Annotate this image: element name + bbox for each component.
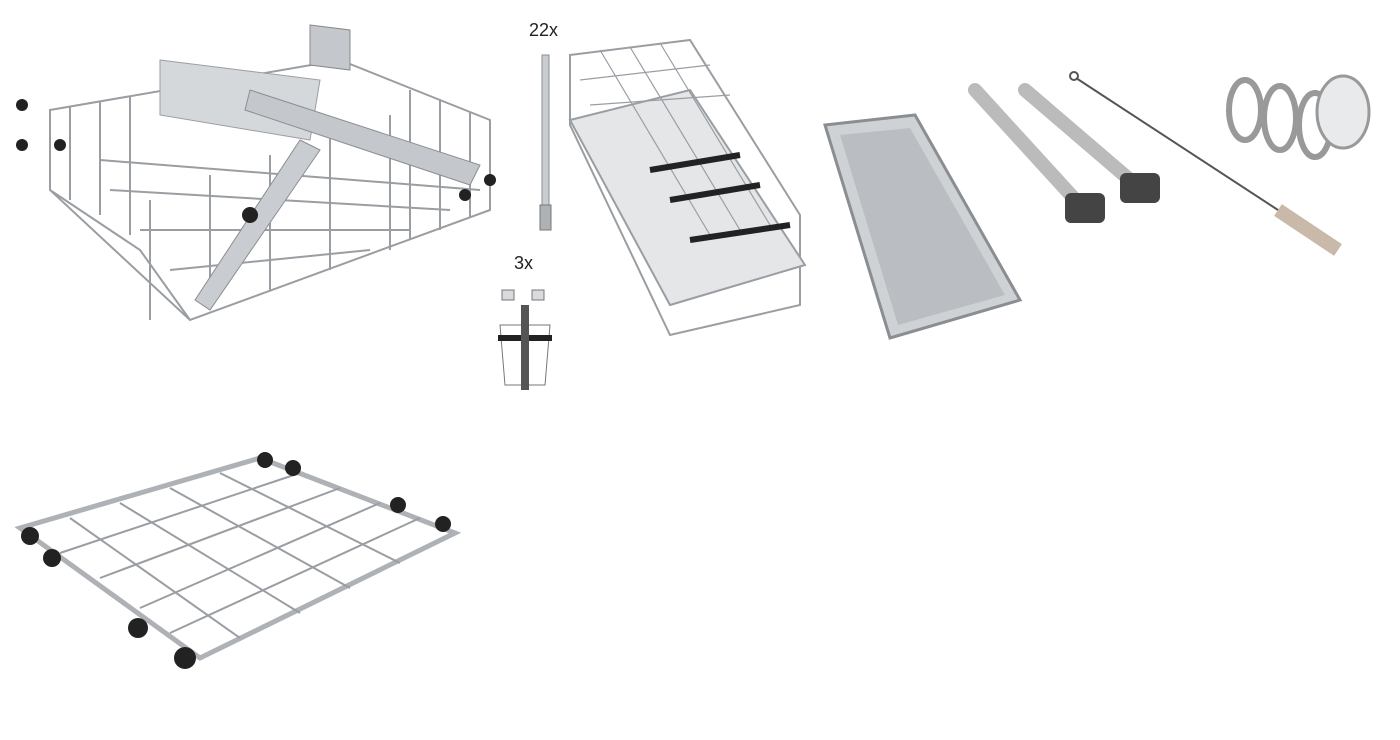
nozzle-quantity-label: 22x xyxy=(529,20,559,40)
mesh-tray xyxy=(820,110,1025,350)
nozzle-holder xyxy=(490,285,560,405)
filter-cylinder xyxy=(1215,70,1375,175)
instrument-basket xyxy=(560,35,820,350)
upper-injector-basket xyxy=(10,20,530,365)
cleaning-brush xyxy=(1068,70,1348,265)
wire-basket-illustration xyxy=(16,24,496,322)
injector-nozzle xyxy=(537,54,557,240)
lower-basket xyxy=(10,448,470,683)
holder-quantity-label: 3x xyxy=(514,253,534,273)
tube-adapters xyxy=(965,83,1185,250)
